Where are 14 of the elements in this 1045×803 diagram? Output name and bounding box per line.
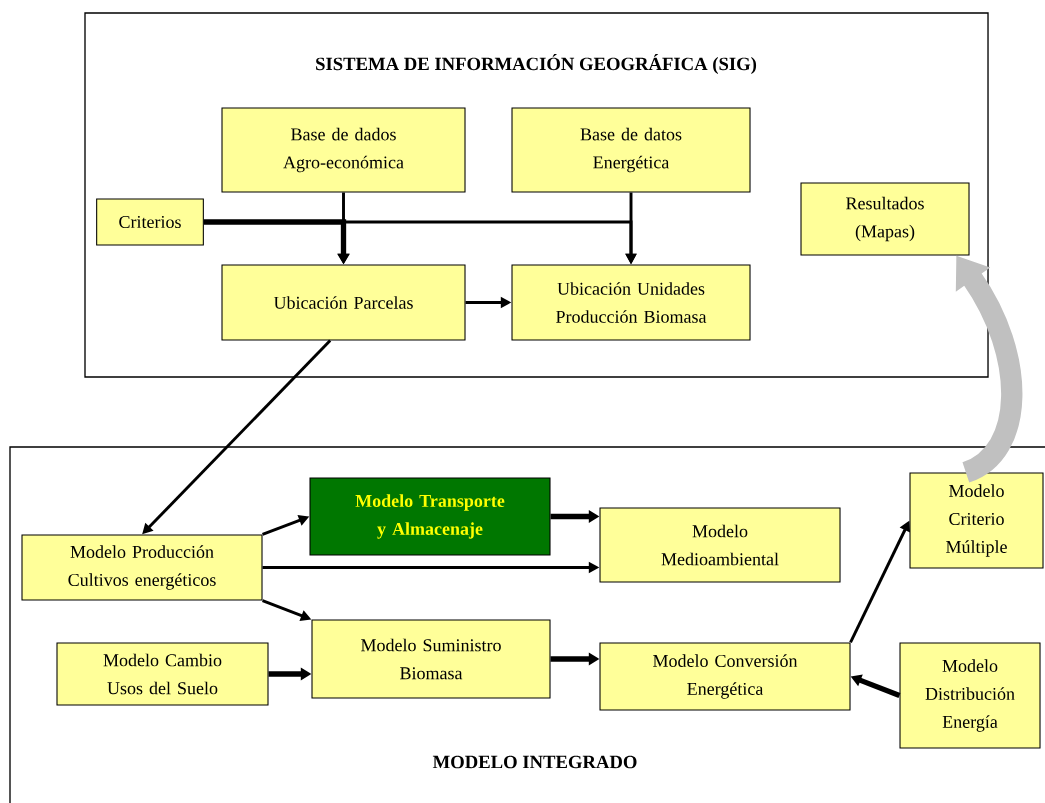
process-box: Modelo Conversión Energética xyxy=(599,642,851,711)
process-box: Modelo Producción Cultivos energéticos xyxy=(21,534,263,601)
process-box: Modelo Distribución Energía xyxy=(899,642,1041,749)
process-box: Criterios xyxy=(96,198,204,246)
process-box: Modelo Suministro Biomasa xyxy=(311,619,551,699)
process-box: Ubicación Parcelas xyxy=(221,264,466,341)
process-box: Modelo Transporte y Almacenaje xyxy=(309,477,551,556)
process-box: Modelo Criterio Múltiple xyxy=(909,472,1044,569)
process-box: Modelo Medioambiental xyxy=(599,507,841,583)
process-box: Base de datos Energética xyxy=(511,107,751,193)
process-box: Ubicación Unidades Producción Biomasa xyxy=(511,264,751,341)
process-box: Base de dados Agro-económica xyxy=(221,107,466,193)
process-box: Resultados (Mapas) xyxy=(800,182,970,256)
process-box: Modelo Cambio Usos del Suelo xyxy=(56,642,269,706)
